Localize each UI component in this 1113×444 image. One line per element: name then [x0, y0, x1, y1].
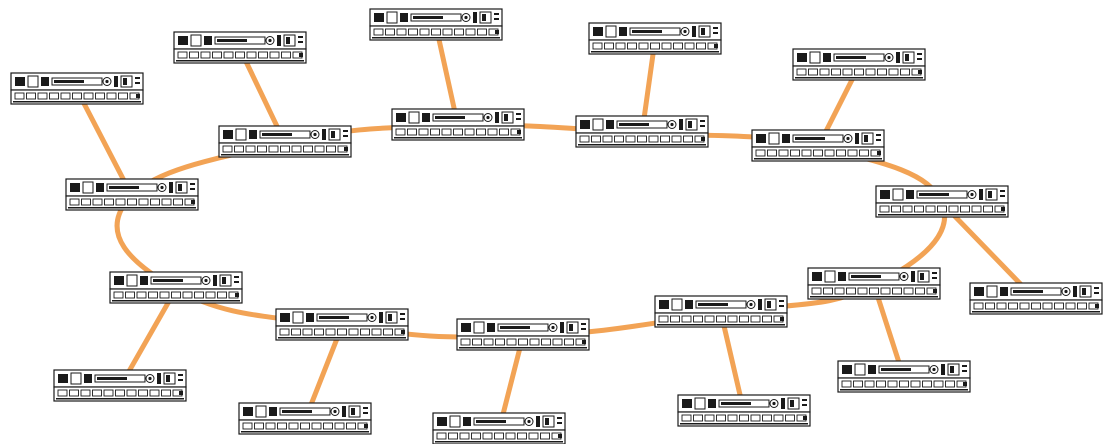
- network-switch-icon-r3: [391, 108, 525, 141]
- network-switch-icon-l2: [173, 31, 307, 64]
- network-switch-icon-r8: [654, 295, 788, 328]
- network-switch-icon-r2: [218, 125, 352, 158]
- network-switch-icon-l5: [792, 48, 926, 81]
- network-switch-icon-r6: [875, 185, 1009, 218]
- network-switch-icon-r7: [807, 267, 941, 300]
- network-switch-icon-r11: [109, 271, 243, 304]
- network-switch-icon-l8: [677, 394, 811, 427]
- spoke-link-r1-l1: [74, 87, 135, 199]
- network-switch-icon-l4: [588, 22, 722, 55]
- network-switch-icon-l3: [369, 8, 503, 41]
- network-switch-icon-r1: [65, 178, 199, 211]
- network-switch-icon-r5: [751, 129, 885, 162]
- network-switch-icon-l6: [969, 282, 1103, 315]
- network-switch-icon-l9: [432, 412, 566, 444]
- network-switch-icon-r10: [275, 308, 409, 341]
- network-switch-icon-l7: [837, 360, 971, 393]
- network-switch-icon-l11: [53, 369, 187, 402]
- devices-layer: [10, 8, 1103, 444]
- network-switch-icon-r9: [456, 318, 590, 351]
- network-switch-icon-l1: [10, 72, 144, 105]
- network-switch-icon-l10: [238, 402, 372, 435]
- network-switch-icon-r4: [575, 115, 709, 148]
